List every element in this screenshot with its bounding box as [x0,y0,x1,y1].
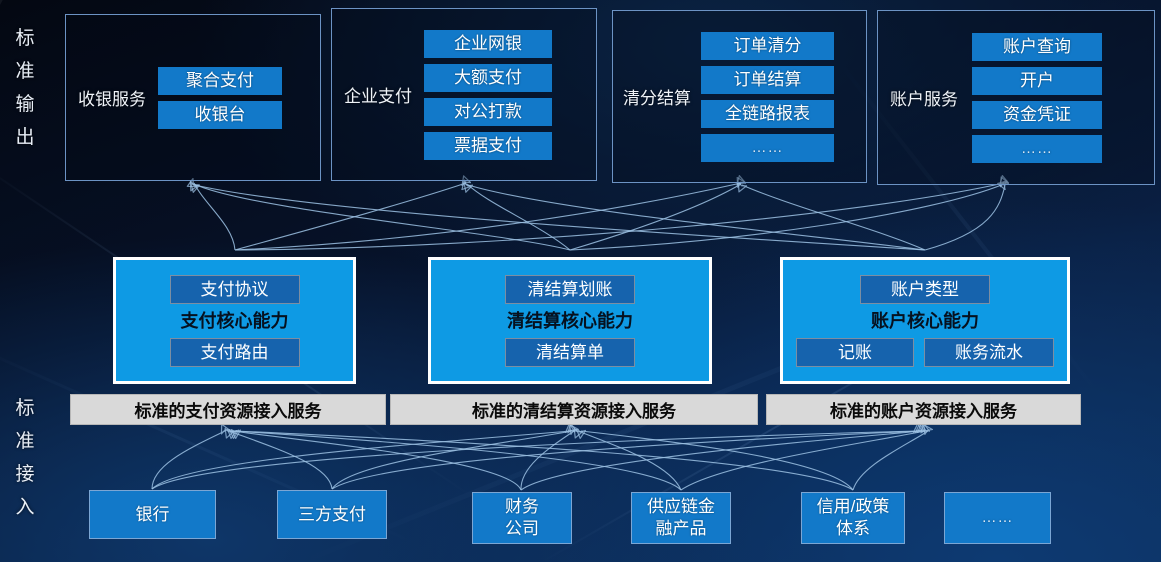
output-chip-list: 聚合支付 收银台 [158,66,282,129]
side-label-char: 标 [15,398,35,419]
output-group-title: 企业支付 [344,87,412,106]
core-sub-box[interactable]: 支付协议 [169,274,300,304]
core-sub-box[interactable]: 记账 [796,337,914,367]
output-chip[interactable]: 订单结算 [701,65,834,94]
output-group-title: 收银服务 [78,90,146,109]
side-label-char: 接 [15,464,35,485]
output-group-clearing-settlement[interactable]: 清分结算 订单清分 订单结算 全链路报表 …… [612,10,867,183]
side-label-char: 准 [15,431,35,452]
output-group-title: 账户服务 [890,90,958,109]
side-label-char: 出 [15,127,35,148]
output-chip[interactable]: 对公打款 [424,97,552,126]
output-group-cashier[interactable]: 收银服务 聚合支付 收银台 [65,14,321,181]
core-block-account[interactable]: 账户类型 账户核心能力 记账 账务流水 [780,257,1070,384]
core-block-title: 账户核心能力 [871,310,979,331]
core-sub-box[interactable]: 支付路由 [169,337,300,367]
output-chip[interactable]: 全链路报表 [701,99,834,128]
side-label-standard-output: 标 准 输 出 [8,22,42,154]
side-label-standard-access: 标 准 接 入 [8,392,42,524]
source-box-credit-policy-system[interactable]: 信用/政策 体系 [801,492,905,544]
core-sub-box[interactable]: 清结算划账 [505,274,635,304]
output-chip[interactable]: …… [972,134,1102,163]
service-bar-account-resource[interactable]: 标准的账户资源接入服务 [766,394,1081,425]
core-block-clearing[interactable]: 清结算划账 清结算核心能力 清结算单 [428,257,712,384]
side-label-char: 标 [15,28,35,49]
output-chip[interactable]: 聚合支付 [158,66,282,95]
output-chip[interactable]: 收银台 [158,100,282,129]
output-group-account-service[interactable]: 账户服务 账户查询 开户 资金凭证 …… [877,10,1155,185]
output-chip[interactable]: 开户 [972,66,1102,95]
output-chip[interactable]: 票据支付 [424,131,552,160]
output-chip[interactable]: 企业网银 [424,29,552,58]
output-group-title: 清分结算 [623,89,691,108]
source-box-bank[interactable]: 银行 [89,490,216,539]
service-bar-payment-resource[interactable]: 标准的支付资源接入服务 [70,394,386,425]
core-block-payment[interactable]: 支付协议 支付核心能力 支付路由 [113,257,356,384]
service-bar-clearing-resource[interactable]: 标准的清结算资源接入服务 [390,394,758,425]
source-box-finance-company[interactable]: 财务 公司 [472,492,572,544]
core-sub-box[interactable]: 账务流水 [924,337,1054,367]
core-block-title: 支付核心能力 [180,310,289,331]
side-label-char: 入 [15,497,35,518]
output-chip[interactable]: 大额支付 [424,63,552,92]
output-chip-list: 订单清分 订单结算 全链路报表 …… [701,31,834,162]
core-sub-row: 记账 账务流水 [796,337,1054,367]
output-chip-list: 企业网银 大额支付 对公打款 票据支付 [424,29,552,160]
output-chip[interactable]: 账户查询 [972,32,1102,61]
core-sub-box[interactable]: 清结算单 [505,337,635,367]
core-block-title: 清结算核心能力 [507,310,633,331]
side-label-char: 准 [15,61,35,82]
source-box-more[interactable]: …… [944,492,1051,544]
side-label-char: 输 [15,94,35,115]
output-chip[interactable]: 订单清分 [701,31,834,60]
output-chip-list: 账户查询 开户 资金凭证 …… [972,32,1102,163]
source-box-third-party-payment[interactable]: 三方支付 [277,490,387,539]
core-sub-box[interactable]: 账户类型 [860,274,990,304]
source-box-supply-chain-finance[interactable]: 供应链金 融产品 [631,492,731,544]
output-chip[interactable]: 资金凭证 [972,100,1102,129]
output-group-enterprise-payment[interactable]: 企业支付 企业网银 大额支付 对公打款 票据支付 [331,8,597,181]
output-chip[interactable]: …… [701,133,834,162]
